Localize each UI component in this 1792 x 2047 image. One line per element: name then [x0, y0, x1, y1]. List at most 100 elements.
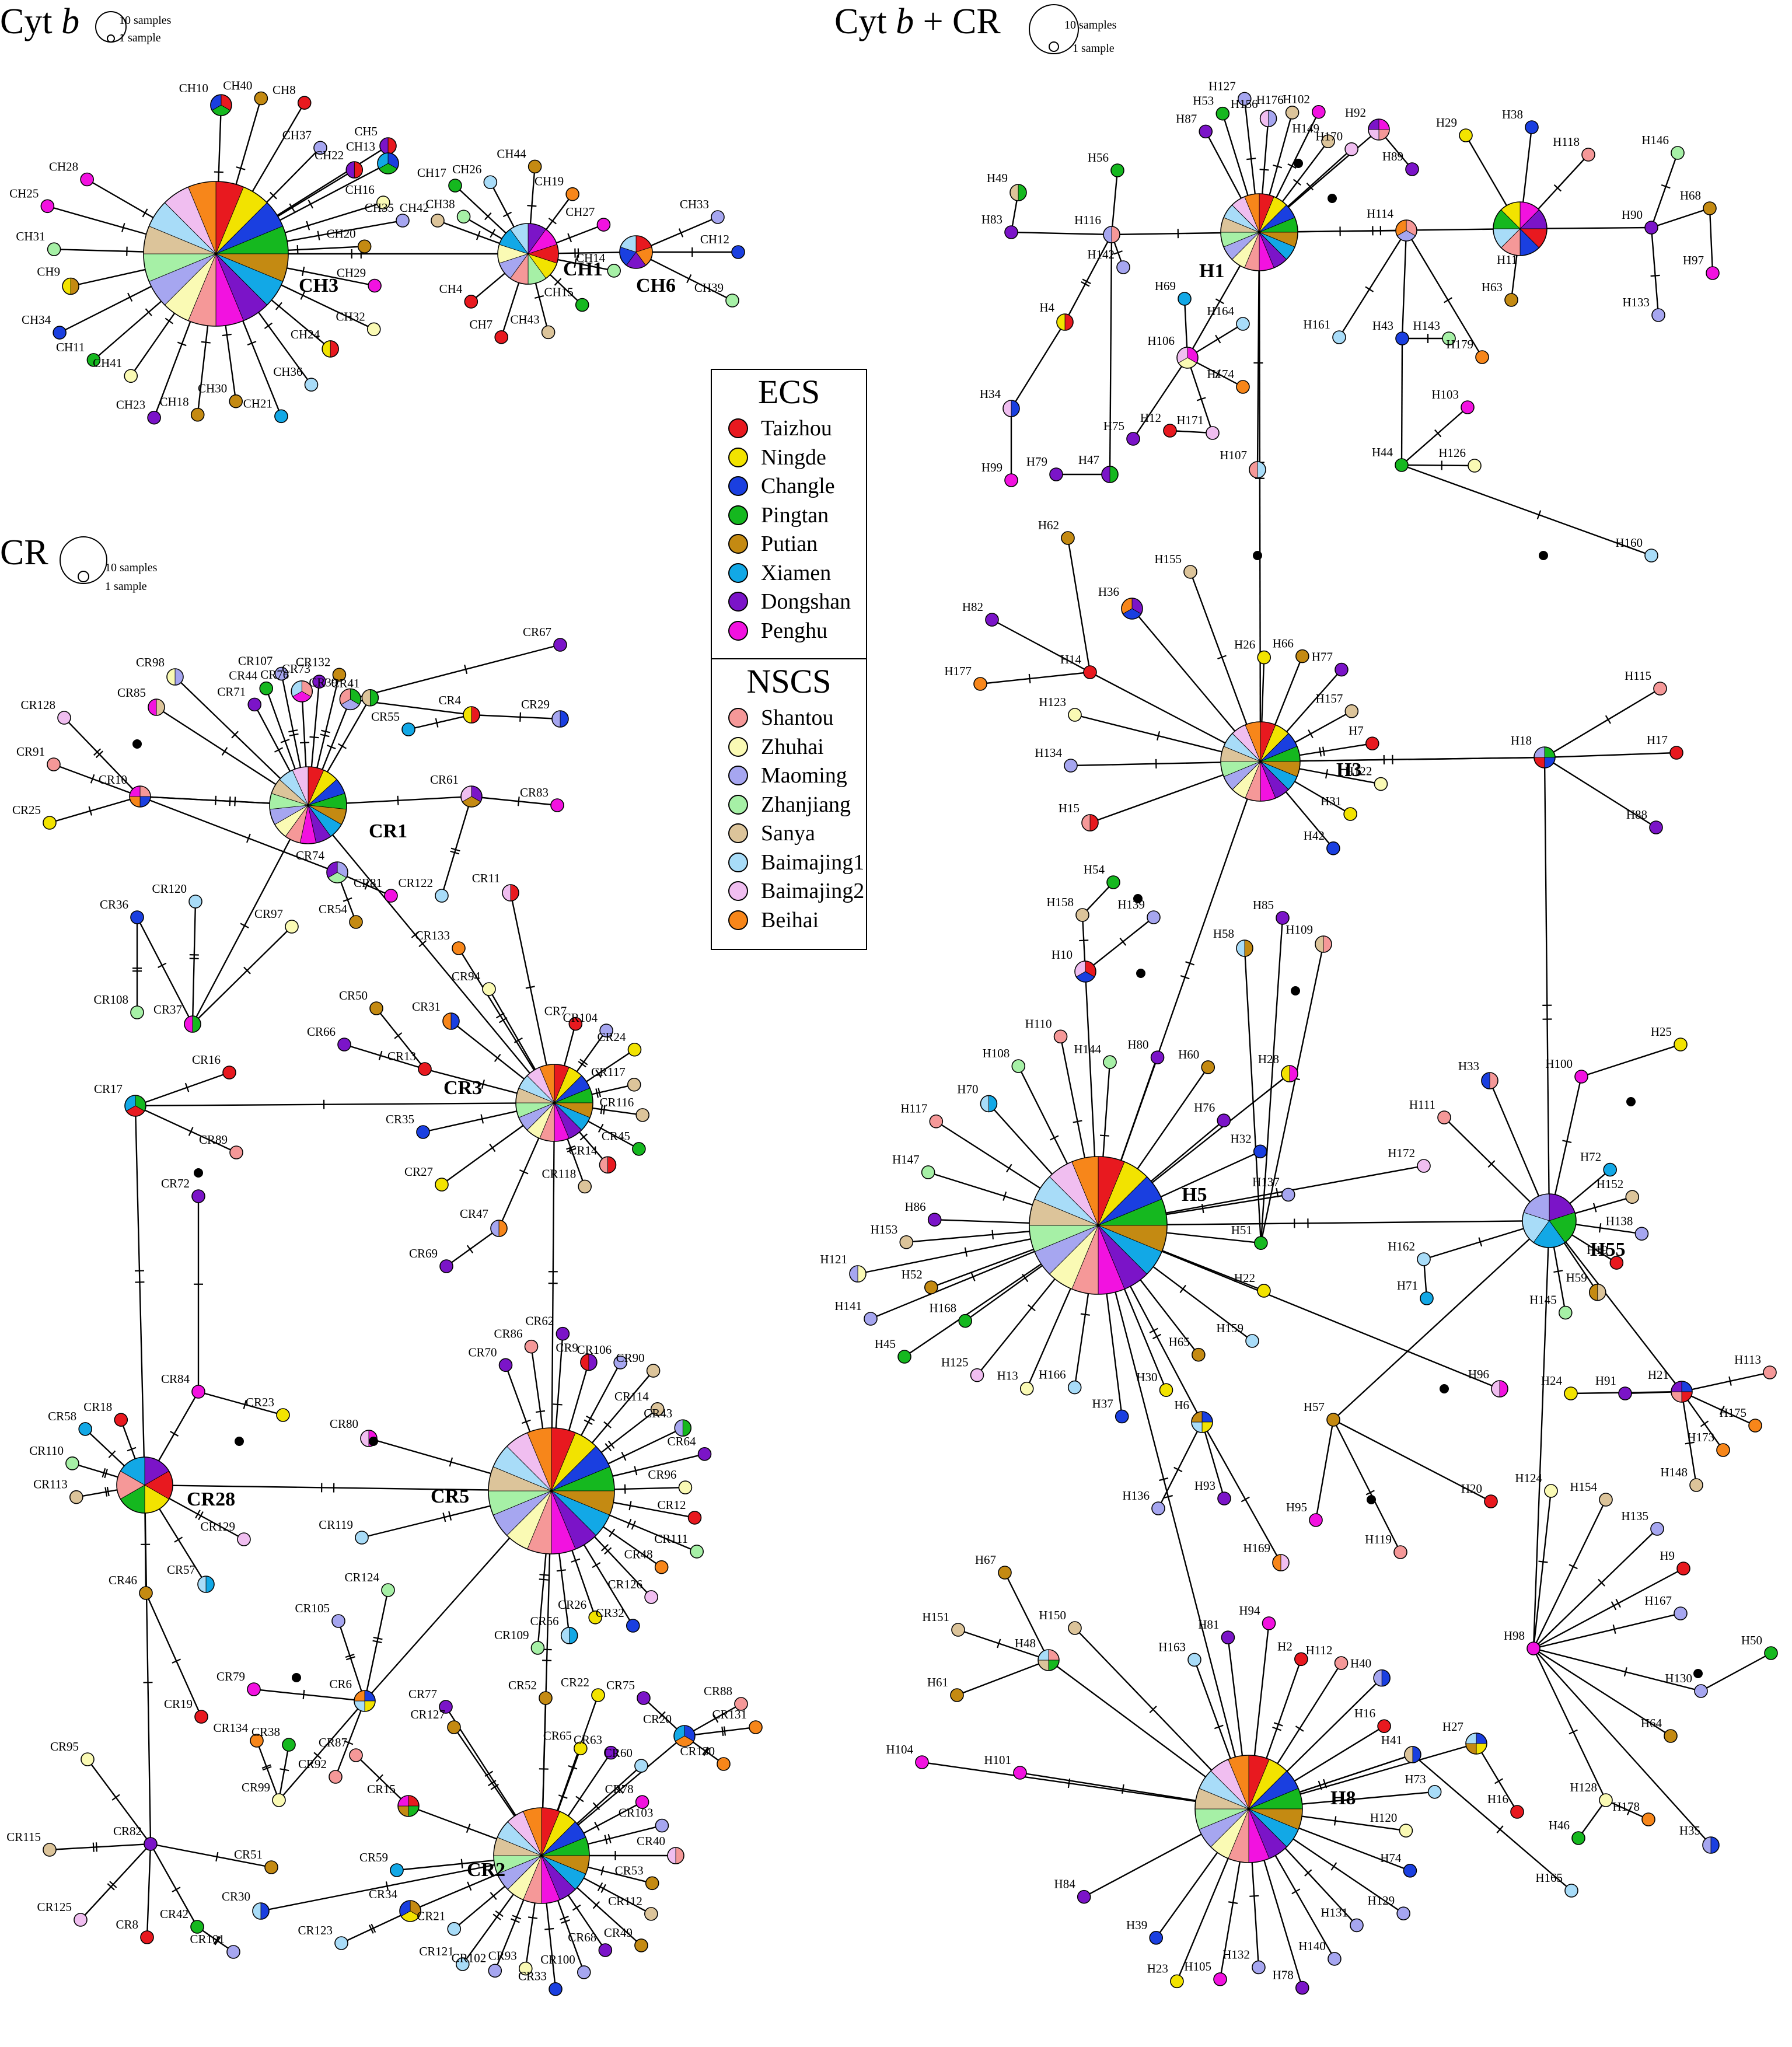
pie-slice: [248, 698, 261, 711]
haplotype-node-ch35: [396, 214, 409, 227]
haplotype-node-h146: [1671, 146, 1684, 159]
pie-slice: [448, 1923, 460, 1936]
pie-slice: [578, 1180, 591, 1193]
haplotype-node-ch22: [346, 162, 362, 178]
pie-slice: [1674, 1607, 1687, 1620]
haplotype-node-h135: [1651, 1522, 1664, 1535]
haplotype-node-h57: [1327, 1413, 1340, 1426]
haplotype-label: CH11: [56, 340, 85, 354]
haplotype-node-ch34: [53, 326, 66, 339]
haplotype-label: CR116: [599, 1095, 634, 1109]
haplotype-node-cr95: [81, 1753, 94, 1766]
haplotype-node-h160: [1645, 549, 1658, 562]
haplotype-label: CR50: [339, 988, 368, 1002]
haplotype-label: H60: [1178, 1047, 1199, 1061]
mutation-tick: [107, 1487, 109, 1496]
haplotype-label: H27: [1442, 1720, 1463, 1734]
haplotype-label: H145: [1529, 1293, 1557, 1307]
haplotype-label: CR6: [329, 1677, 352, 1691]
haplotype-label: H71: [1397, 1278, 1418, 1293]
haplotype-node-h79: [1050, 468, 1063, 481]
haplotype-node-h14: [1084, 666, 1096, 679]
legend-label: Zhuhai: [761, 734, 824, 760]
mutation-tick: [170, 1431, 179, 1436]
pie-slice: [1468, 459, 1481, 472]
mutation-tick: [105, 1487, 107, 1497]
haplotype-label: H165: [1535, 1871, 1563, 1885]
mutation-tick: [1120, 938, 1126, 946]
pie-slice: [1014, 1766, 1026, 1779]
haplotype-label: CH5: [354, 124, 378, 138]
haplotype-label: CR131: [712, 1707, 747, 1721]
mutation-tick: [1308, 730, 1313, 738]
haplotype-node-h136: [1152, 1502, 1165, 1515]
haplotype-node-ch17: [449, 179, 462, 192]
pie-slice: [1005, 474, 1018, 487]
pie-slice: [1107, 876, 1120, 889]
pie-slice: [499, 1220, 507, 1236]
network-edge: [1578, 1800, 1606, 1838]
pie-slice: [1315, 936, 1323, 952]
mutation-tick: [289, 734, 299, 736]
haplotype-node-cr70: [499, 1358, 512, 1371]
pie-slice: [1117, 261, 1130, 274]
pie-slice: [566, 188, 579, 201]
haplotype-label: CR127: [410, 1707, 445, 1721]
pie-slice: [338, 1038, 351, 1051]
haplotype-node-cr123: [335, 1937, 348, 1950]
network-edge: [135, 1073, 229, 1106]
mutation-tick: [520, 712, 521, 722]
mutation-tick: [1335, 1817, 1336, 1826]
mutation-tick: [572, 1905, 580, 1910]
haplotype-label: H69: [1155, 279, 1176, 293]
haplotype-label: H163: [1158, 1640, 1186, 1654]
haplotype-node-h29: [1459, 129, 1472, 142]
mutation-tick: [1007, 1164, 1012, 1172]
haplotype-node-cr96: [679, 1481, 691, 1494]
haplotype-label: CR110: [29, 1444, 64, 1458]
haplotype-node-h175: [1749, 1419, 1762, 1432]
haplotype-label: CR10: [99, 773, 127, 787]
pie-slice: [636, 1109, 649, 1122]
haplotype-label: CH29: [337, 266, 366, 280]
pie-slice: [645, 1908, 658, 1920]
pie-slice: [247, 1683, 260, 1696]
pie-slice: [285, 920, 298, 933]
haplotype-label: H114: [1367, 207, 1393, 221]
mutation-tick: [338, 744, 347, 749]
pie-slice: [388, 138, 396, 154]
haplotype-label: H16: [1354, 1706, 1375, 1720]
haplotype-label: H117: [900, 1102, 927, 1116]
haplotype-label: CH18: [160, 395, 189, 409]
hub-node-ch3: [144, 181, 288, 326]
haplotype-node-cr89: [230, 1146, 243, 1159]
median-vector: [1136, 969, 1145, 978]
legend-item-maoming: Maoming: [728, 763, 847, 788]
haplotype-label: H93: [1194, 1479, 1215, 1493]
pie-slice: [1076, 909, 1089, 921]
haplotype-node-h93: [1218, 1492, 1231, 1505]
haplotype-node-cr111: [690, 1545, 703, 1558]
pie-slice: [81, 1753, 94, 1766]
haplotype-node-cr59: [390, 1864, 403, 1877]
hub-node-cr1: [270, 767, 347, 844]
pie-slice: [930, 1115, 942, 1128]
mutation-tick: [518, 797, 519, 806]
mutation-tick: [965, 1248, 967, 1257]
haplotype-label: H129: [1367, 1894, 1395, 1908]
pie-slice: [1260, 110, 1269, 127]
pie-slice: [230, 1146, 243, 1159]
haplotype-label: CR87: [319, 1735, 347, 1749]
pie-slice: [1706, 267, 1719, 280]
haplotype-node-cr52: [539, 1692, 552, 1704]
haplotype-label: CR96: [648, 1468, 676, 1482]
haplotype-label: H109: [1286, 923, 1313, 937]
pie-slice: [1417, 1159, 1430, 1172]
haplotype-node-ch40: [254, 92, 267, 105]
haplotype-node-h139: [1147, 911, 1160, 924]
haplotype-node-cr108: [131, 1006, 144, 1019]
pie-slice: [511, 885, 519, 901]
combined-edges: [858, 99, 1771, 1987]
haplotype-label: CR86: [494, 1327, 522, 1341]
network-edge: [471, 715, 560, 719]
